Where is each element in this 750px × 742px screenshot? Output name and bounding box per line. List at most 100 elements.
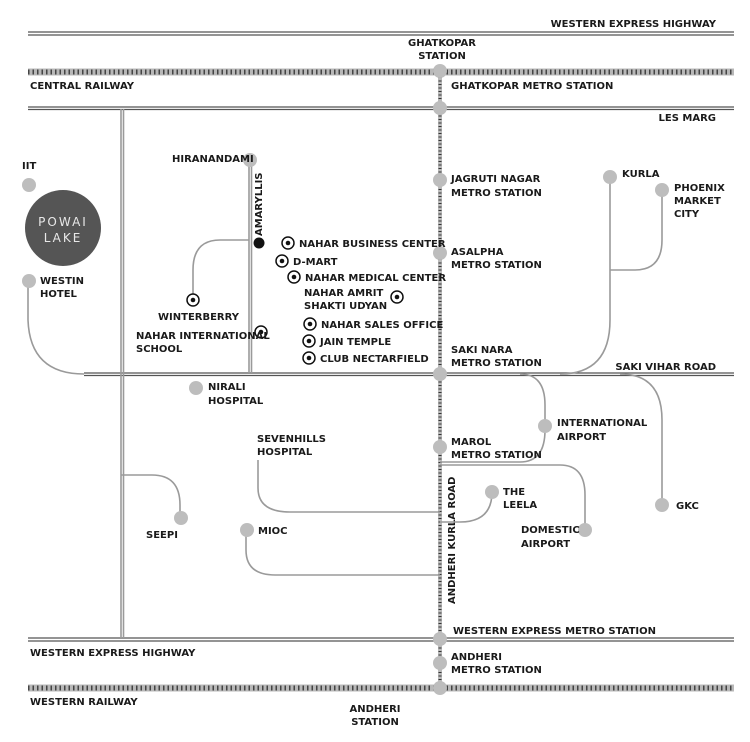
seepi-node [174,511,188,525]
powai-lake-label-1: POWAI [38,215,88,229]
gkc-label: GKC [676,501,699,512]
dmart-label: D-MART [293,257,338,268]
western-express-highway-bottom: WESTERN EXPRESS HIGHWAY [28,637,734,659]
connector-roads [27,178,663,576]
amaryllis-marker [253,237,265,249]
phoenix-label-3: CITY [674,209,700,220]
ghatkopar-metro-label: GHATKOPAR METRO STATION [451,81,613,92]
powai-lake-label-2: LAKE [44,231,83,245]
left-vertical-road [120,109,125,638]
iit-label: IIT [22,161,36,172]
station-labels: GHATKOPAR STATION GHATKOPAR METRO STATIO… [349,38,656,728]
gkc-node [655,498,669,512]
ghatkopar-metro-node [433,101,447,115]
jain-temple-label: JAIN TEMPLE [319,337,391,348]
jagruti-nagar-node [433,173,447,187]
andheri-station-node [433,681,447,695]
winterberry-label: WINTERBERRY [158,312,240,323]
western-express-highway-top-label: WESTERN EXPRESS HIGHWAY [551,19,717,30]
nahar-sales-marker [303,317,317,331]
westin-label-1: WESTIN [40,276,84,287]
andheri-metro-label-2: METRO STATION [451,665,542,676]
mioc-node [240,523,254,537]
jagruti-label-1: JAGRUTI NAGAR [450,174,541,185]
les-marg-road: LES MARG [28,106,734,124]
saki-nara-label-2: METRO STATION [451,358,542,369]
sevenhills-label-1: SEVENHILLS [257,434,326,445]
place-labels: IIT WESTIN HOTEL HIRANANDAMI WINTERBERRY… [22,154,725,550]
asalpha-node [433,246,447,260]
hiranandani-node [243,153,257,167]
nirali-label-1: NIRALI [208,382,246,393]
nahar-business-marker [281,236,295,250]
westin-label-2: HOTEL [40,289,78,300]
landmark-labels: NAHAR BUSINESS CENTER D-MART NAHAR MEDIC… [293,239,446,365]
asalpha-label-1: ASALPHA [451,247,504,258]
domestic-airport-label-1: DOMESTIC [521,525,580,536]
andheri-metro-label-1: ANDHERI [451,652,502,663]
powai-lake: POWAI LAKE [25,190,101,266]
international-airport-node [538,419,552,433]
the-leela-label-2: LEELA [503,500,537,511]
marol-label-1: MAROL [451,437,492,448]
domestic-airport-node [578,523,592,537]
winterberry-marker [186,293,200,307]
les-marg-label: LES MARG [659,113,717,124]
amaryllis-label: AMARYLLIS [254,173,265,237]
nirali-node [189,381,203,395]
club-nectarfield-marker [302,351,316,365]
amaryllis-road: AMARYLLIS [248,160,265,373]
domestic-airport-label-2: AIRPORT [521,539,570,550]
nirali-label-2: HOSPITAL [208,396,264,407]
nahar-sales-label: NAHAR SALES OFFICE [321,320,443,331]
ghatkopar-label-2: STATION [418,51,466,62]
andheri-station-label-2: STATION [351,717,399,728]
the-leela-node [485,485,499,499]
ghatkopar-station-node [433,64,447,78]
saki-vihar-road: SAKI VIHAR ROAD [84,362,734,377]
westin-node [22,274,36,288]
the-leela-label-1: THE [503,487,525,498]
phoenix-node [655,183,669,197]
landmark-markers [186,236,404,365]
andheri-station-label-1: ANDHERI [349,704,400,715]
nahar-medical-label: NAHAR MEDICAL CENTER [305,273,446,284]
jagruti-label-2: METRO STATION [451,188,542,199]
phoenix-label-1: PHOENIX [674,183,725,194]
sevenhills-label-2: HOSPITAL [257,447,313,458]
ghatkopar-label-1: GHATKOPAR [408,38,476,49]
saki-nara-node [433,367,447,381]
seepi-label: SEEPI [146,530,178,541]
nahar-amrit-marker [390,290,404,304]
central-railway-label: CENTRAL RAILWAY [30,81,135,92]
western-express-highway-top: WESTERN EXPRESS HIGHWAY [28,19,734,36]
international-airport-label-2: AIRPORT [557,432,606,443]
nahar-school-marker [254,325,268,339]
marol-node [433,440,447,454]
nahar-amrit-label-1: NAHAR AMRIT [304,288,384,299]
dmart-marker [275,254,289,268]
mioc-label: MIOC [258,526,288,537]
nahar-business-label: NAHAR BUSINESS CENTER [299,239,446,250]
western-railway-label: WESTERN RAILWAY [30,697,138,708]
marol-label-2: METRO STATION [451,450,542,461]
nahar-school-label-2: SCHOOL [136,344,183,355]
nahar-amrit-label-2: SHAKTI UDYAN [304,301,387,312]
saki-vihar-road-label: SAKI VIHAR ROAD [615,362,716,373]
jain-temple-marker [302,334,316,348]
nahar-medical-marker [287,270,301,284]
andheri-metro-node [433,656,447,670]
hiranandani-label: HIRANANDAMI [172,154,254,165]
kurla-label: KURLA [622,169,660,180]
andheri-kurla-road-label: ANDHERI KURLA ROAD [447,477,458,604]
central-railway: CENTRAL RAILWAY [28,68,734,92]
western-express-highway-bottom-label: WESTERN EXPRESS HIGHWAY [30,648,196,659]
club-nectarfield-label: CLUB NECTARFIELD [320,354,429,365]
asalpha-label-2: METRO STATION [451,260,542,271]
saki-nara-label-1: SAKI NARA [451,345,513,356]
international-airport-label-1: INTERNATIONAL [557,418,648,429]
iit-node [22,178,36,192]
kurla-node [603,170,617,184]
western-railway: WESTERN RAILWAY [28,684,734,708]
